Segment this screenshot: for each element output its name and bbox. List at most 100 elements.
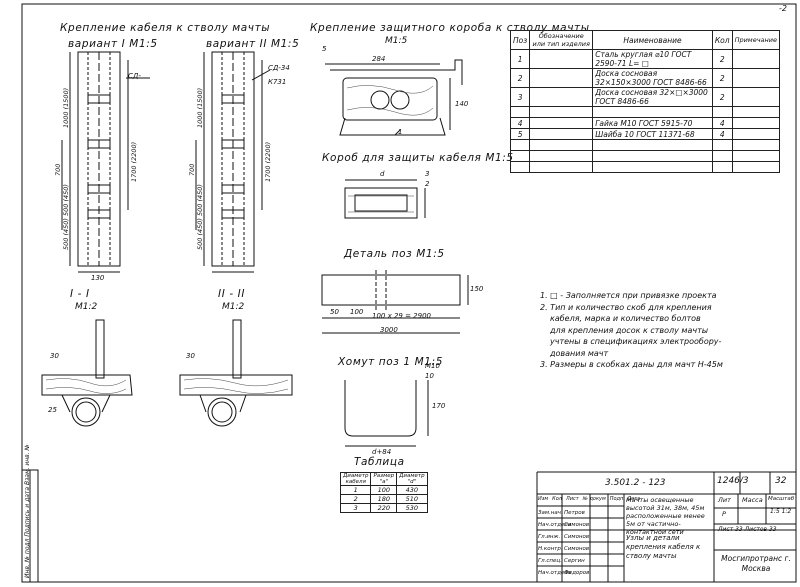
tb-sheet-title: Узлы и детали крепления кабеля к стволу …	[626, 534, 701, 560]
note-line: 2. Тип и количество скоб для крепления	[540, 302, 712, 312]
title-detail: Деталь поз М1:5	[344, 248, 445, 260]
tb-role: Нач.отдела	[538, 522, 572, 528]
table-row	[509, 106, 781, 118]
spec-cell: Шайба 10 ГОСТ 11371-68	[592, 128, 713, 140]
spec-cell	[509, 161, 531, 173]
tb-names: Петров Симонов Симонов Симонов Сергин Фе…	[564, 507, 589, 579]
tb-scale-hdr: Масштаб	[768, 496, 795, 502]
dim-3: 3	[425, 170, 430, 178]
tb-sheet-count: 32	[775, 476, 787, 486]
spec-cell: Доска сосновая 32×150×3000 ГОСТ 8486-66	[592, 68, 713, 88]
table-row	[509, 150, 781, 162]
dim-700-v2: 700	[188, 163, 196, 176]
tb-roles: Зам.нач. Нач.отдела Гл.инж. Н.контр. Гл.…	[538, 507, 571, 579]
spec-cell: Доска сосновая 32×□×3000 ГОСТ 8486-66	[592, 87, 713, 107]
dim-1700-v1: 1700 (2200)	[130, 141, 138, 182]
dims-header: Диаметр кабеля	[339, 472, 372, 486]
label-d84: d+84	[372, 448, 392, 456]
spec-cell	[529, 49, 594, 69]
dim-170: 170	[432, 402, 446, 410]
spec-header-row: Поз Обозначение или тип изделия Наименов…	[509, 30, 781, 50]
tb-name: Сергин	[564, 558, 585, 564]
dim-1700-v2: 1700 (2200)	[264, 141, 272, 182]
title-section1: I - I	[70, 288, 90, 300]
dim-30b: 30	[186, 352, 195, 360]
tb-role: Нач.отдела	[538, 570, 572, 576]
dims-header: Диаметр "d"	[396, 472, 428, 486]
title-mount-cable: Крепление кабеля к стволу мачты	[60, 22, 271, 34]
tb-col: Подп	[609, 496, 624, 502]
tb-name: Симонов	[564, 546, 590, 552]
tb-desc: Мачты освещенные высотой 31м, 38м, 45м р…	[626, 496, 705, 536]
spec-cell	[731, 139, 781, 151]
dim-150: 150	[470, 285, 484, 293]
tb-col: № докум	[582, 496, 606, 502]
dim-2: 2	[425, 180, 430, 188]
tb-sheet-no: 1246/3	[717, 476, 749, 486]
note-line: для крепления досок к стволу мачты	[550, 325, 709, 335]
box-section-drawing	[344, 179, 426, 219]
dim-100x29: 100 x 29 = 2900	[372, 312, 431, 320]
tb-role: Зам.нач.	[538, 510, 563, 516]
spec-cell: 2	[711, 49, 733, 69]
tb-col: Лист	[565, 496, 579, 502]
spec-cell	[509, 139, 531, 151]
label-m10: М10	[425, 362, 440, 370]
spec-header-name: Наименование	[592, 30, 713, 50]
section2-drawing	[179, 319, 293, 427]
dim-1: 1	[398, 128, 403, 136]
dim-30a: 30	[50, 352, 59, 360]
note-line: 1. □ - Заполняется при привязке проекта	[540, 291, 717, 300]
spec-cell	[731, 128, 781, 140]
dims-header: Размер "a"	[370, 472, 398, 486]
dim-500-v2: 500 (450) 500 (450)	[196, 184, 204, 250]
spec-cell	[529, 106, 594, 118]
spec-cell	[592, 106, 713, 118]
label-d: d	[380, 170, 385, 178]
spec-cell	[529, 117, 594, 129]
tb-col: Изм	[538, 496, 549, 502]
variant1-mast	[61, 51, 150, 273]
dims-header-row: Диаметр кабеля Размер "a" Диаметр "d"	[339, 472, 428, 486]
spec-cell	[592, 161, 713, 173]
spec-header-qty: Кол	[711, 30, 733, 50]
label-sd34: СД-34	[268, 64, 290, 72]
dim-500-v1: 500 (450) 500 (450)	[62, 184, 70, 250]
spec-cell	[592, 150, 713, 162]
dim-10: 10	[425, 372, 434, 380]
variant2-mast	[195, 51, 271, 273]
spec-cell	[529, 150, 594, 162]
tb-role: Гл.спец.	[538, 558, 562, 564]
spec-cell	[731, 106, 781, 118]
sheet-frame	[21, 3, 797, 583]
tb-cols: Изм Кол Лист № докум Подп Дата	[538, 496, 640, 502]
tb-name: Петров	[564, 510, 585, 516]
dim-700-v1: 700	[54, 163, 62, 176]
dim-1000-v1: 1000 (1500)	[62, 87, 70, 128]
corner-mark: -2	[779, 4, 787, 13]
dim-284: 284	[372, 55, 386, 63]
spec-cell	[529, 87, 594, 107]
spec-cell	[731, 150, 781, 162]
spec-cell	[731, 87, 781, 107]
spec-cell: Сталь круглая ⌀10 ГОСТ 2590-71 L= □	[592, 49, 713, 69]
table-row	[509, 139, 781, 151]
title-box: Короб для защиты кабеля М1:5	[322, 152, 514, 164]
note-line: дования мачт	[550, 348, 609, 358]
dims-cell: 180	[370, 494, 398, 504]
tb-name: Симонов	[564, 534, 590, 540]
tb-mass-hdr: Масса	[742, 496, 763, 504]
title-variant2: вариант II М1:5	[206, 38, 300, 50]
label-sd: СД-	[128, 72, 141, 80]
spec-cell	[529, 161, 594, 173]
tb-name: Симонов	[564, 522, 590, 528]
spec-cell: 3	[509, 87, 531, 107]
box-mount-drawing	[325, 59, 463, 136]
